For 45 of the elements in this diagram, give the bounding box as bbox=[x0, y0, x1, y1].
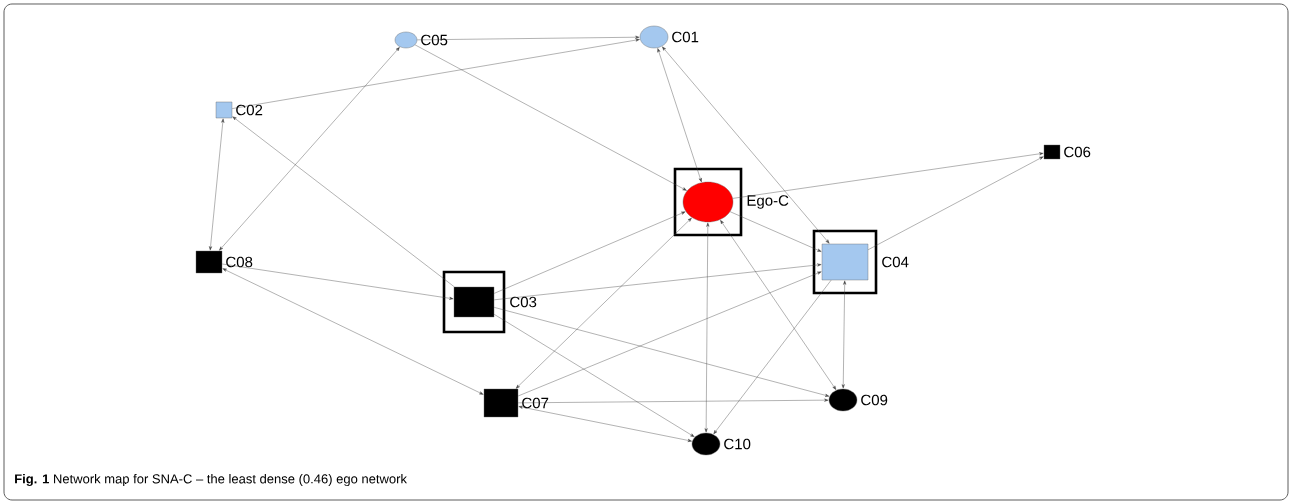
node-label: C09 bbox=[861, 394, 888, 406]
node-label: C06 bbox=[1064, 146, 1091, 158]
arrow bbox=[222, 263, 454, 300]
ellipse-node: C10 bbox=[691, 432, 751, 456]
arrow bbox=[662, 46, 830, 244]
node-label: C01 bbox=[672, 31, 699, 43]
arrow bbox=[222, 268, 484, 395]
arrow bbox=[494, 314, 695, 437]
arrow bbox=[232, 38, 640, 109]
arrow bbox=[494, 307, 830, 397]
arrow bbox=[729, 211, 822, 252]
node-label: C05 bbox=[421, 34, 448, 46]
square-node: C02 bbox=[215, 101, 263, 119]
square-node: C03 bbox=[453, 286, 537, 318]
ellipse-node: Ego-C bbox=[682, 181, 789, 223]
ellipse-node: C05 bbox=[394, 31, 448, 49]
arrow bbox=[713, 280, 832, 435]
node-label: C08 bbox=[226, 256, 253, 268]
ellipse-node: C01 bbox=[639, 25, 699, 49]
arrow bbox=[414, 44, 687, 191]
arrow bbox=[720, 220, 837, 390]
arrow bbox=[518, 398, 829, 404]
arrow bbox=[841, 280, 847, 389]
arrow bbox=[515, 217, 692, 389]
arrow bbox=[704, 222, 710, 433]
node-label: C02 bbox=[236, 104, 263, 116]
arrow bbox=[518, 271, 822, 397]
square-node: C04 bbox=[821, 243, 909, 281]
ellipse-node: C09 bbox=[828, 388, 888, 412]
node-label: C10 bbox=[724, 438, 751, 450]
arrow bbox=[494, 211, 686, 294]
arrow bbox=[657, 48, 702, 183]
arrow bbox=[732, 152, 1044, 199]
arrow bbox=[209, 118, 225, 251]
arrow bbox=[232, 116, 455, 287]
square-node: C06 bbox=[1043, 144, 1091, 160]
arrow bbox=[494, 263, 822, 301]
arrow bbox=[518, 405, 692, 442]
arrow bbox=[417, 35, 640, 41]
arrow bbox=[868, 156, 1044, 250]
caption: Fig. 1 Network map for SNA-C – the least dense (0.46) ego network bbox=[15, 473, 407, 487]
square-node: C07 bbox=[483, 388, 549, 418]
node-label: C07 bbox=[522, 397, 549, 409]
arrow bbox=[219, 47, 400, 251]
square-node: C08 bbox=[195, 250, 253, 274]
